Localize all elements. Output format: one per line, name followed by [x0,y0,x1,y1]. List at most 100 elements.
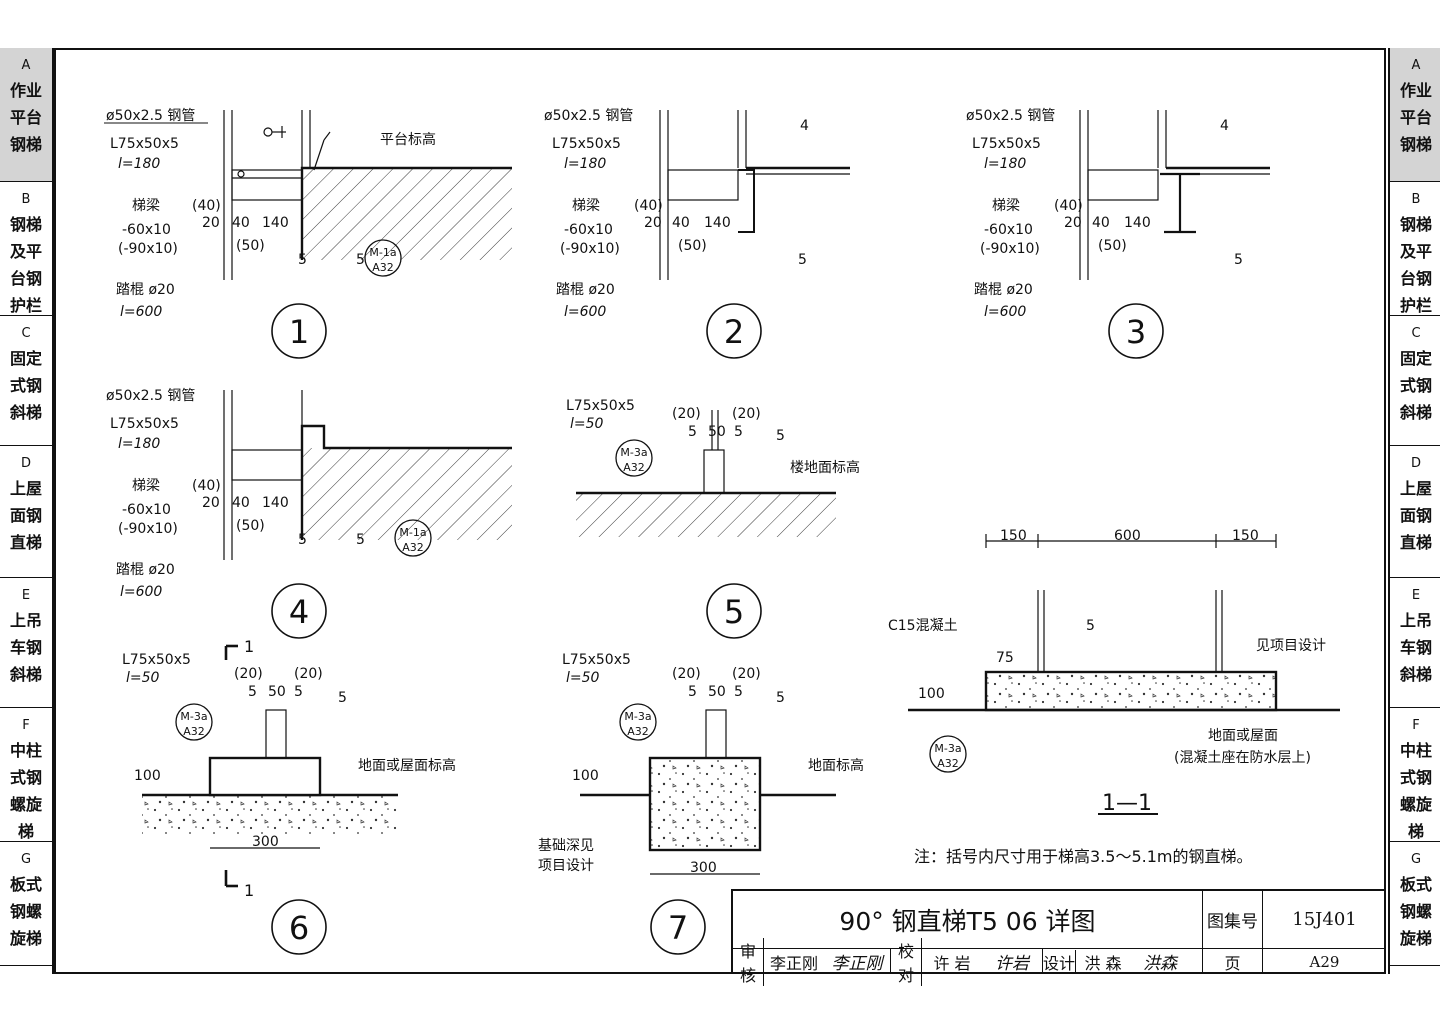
svg-text:50: 50 [708,424,726,440]
svg-text:50: 50 [268,684,286,700]
svg-text:100: 100 [134,768,161,784]
detail-number: 5 [724,593,744,631]
svg-text:150: 150 [1000,528,1027,544]
chapter-tab-code: D [1410,456,1421,471]
svg-text:-60x10: -60x10 [122,222,171,238]
svg-text:(20): (20) [672,666,701,682]
svg-text:A32: A32 [402,541,424,554]
svg-text:140: 140 [1124,215,1151,231]
drawing-title: 90° 钢直梯T5 06 详图 [733,891,1203,949]
chapter-tab-label: 上屋 面钢 直梯 [1399,479,1432,552]
chapter-tab-code: C [1411,326,1421,341]
svg-text:(50): (50) [678,238,707,254]
svg-text:75: 75 [996,650,1014,666]
svg-text:见项目设计: 见项目设计 [1256,638,1326,654]
chapter-tab-label: 上吊 车钢 斜梯 [1399,611,1432,684]
chapter-tab-code: C [21,326,31,341]
svg-text:-60x10: -60x10 [122,502,171,518]
svg-text:5: 5 [338,690,347,706]
chapter-tab-code: F [1412,718,1420,733]
svg-text:5: 5 [248,684,257,700]
general-note: 注：括号内尺寸用于梯高3.5～5.1m的钢直梯。 [914,847,1252,866]
svg-text:A32: A32 [627,725,649,738]
svg-text:40: 40 [232,495,250,511]
detail-number: 6 [289,909,309,947]
svg-text:M-3a: M-3a [620,446,647,459]
svg-text:楼地面标高: 楼地面标高 [790,459,860,476]
title-block: 90° 钢直梯T5 06 详图 图集号 15J401 审核 李正刚 李正刚 校对… [731,889,1386,986]
svg-text:4: 4 [800,118,809,134]
detail-1-labels: ø50x2.5 钢管 L75x50x5 l=180 梯梁 -60x10 (-90… [104,108,436,320]
svg-text:140: 140 [262,215,289,231]
chapter-tab-code: E [21,588,31,603]
svg-text:300: 300 [252,834,279,850]
chapter-tab-label: 作业 平台 钢梯 [1399,81,1432,154]
svg-text:踏棍 ø20: 踏棍 ø20 [116,282,175,298]
detail-drawings: ø50x2.5 钢管 L75x50x5 l=180 梯梁 -60x10 (-90… [104,108,1340,955]
svg-text:平台标高: 平台标高 [380,131,436,148]
svg-text:地面或屋面: 地面或屋面 [1208,728,1278,744]
svg-text:踏棍 ø20: 踏棍 ø20 [116,562,175,578]
chapter-tab-d[interactable]: D 上屋 面钢 直梯 [1390,446,1440,578]
svg-text:(20): (20) [732,666,761,682]
svg-text:l=50: l=50 [566,670,600,686]
svg-text:5: 5 [1234,252,1243,268]
svg-text:(混凝土座在防水层上): (混凝土座在防水层上) [1174,750,1311,766]
chapter-tab-label: 板式 钢螺 旋梯 [9,875,42,948]
chapter-tab-label: 中柱 式钢 螺旋 梯 [9,741,42,841]
svg-text:150: 150 [1232,528,1259,544]
designer-signature: 洪森 [1143,954,1177,974]
detail-number: 4 [289,593,309,631]
svg-text:踏棍 ø20: 踏棍 ø20 [974,282,1033,298]
svg-text:5: 5 [688,424,697,440]
svg-text:M-3a: M-3a [934,742,961,755]
chapter-tab-code: B [21,192,31,207]
svg-text:(-90x10): (-90x10) [118,521,178,537]
chapter-tab-a[interactable]: A 作业 平台 钢梯 [1390,48,1440,182]
svg-text:300: 300 [690,860,717,876]
detail-2-drawing [659,110,850,280]
svg-text:L75x50x5: L75x50x5 [562,652,631,668]
svg-text:A32: A32 [937,757,959,770]
svg-text:20: 20 [1064,215,1082,231]
svg-text:A32: A32 [372,261,394,274]
page-label: 页 [1203,949,1263,974]
svg-text:l=180: l=180 [118,156,160,172]
signature-row: 审核 李正刚 李正刚 校对 许 岩 许岩 设计 洪 森 洪森 [733,937,1203,986]
svg-text:5: 5 [734,684,743,700]
svg-text:M-3a: M-3a [624,710,651,723]
detail-5-drawing [576,410,836,537]
svg-text:5: 5 [688,684,697,700]
svg-text:1: 1 [244,881,254,900]
detail-2-labels: ø50x2.5 钢管 L75x50x5 l=180 梯梁 -60x10 (-90… [544,108,809,320]
svg-text:ø50x2.5 钢管: ø50x2.5 钢管 [966,108,1055,124]
detail-number-circles: 1 2 3 4 5 6 7 [271,303,1164,955]
svg-text:踏棍 ø20: 踏棍 ø20 [556,282,615,298]
chapter-tab-code: D [20,456,31,471]
svg-text:梯梁: 梯梁 [572,198,600,214]
svg-text:A32: A32 [183,725,205,738]
svg-text:(-90x10): (-90x10) [980,241,1040,257]
detail-4-labels: ø50x2.5 钢管 L75x50x5 l=180 梯梁 -60x10 (-90… [106,388,432,600]
chapter-tab-code: A [1411,58,1421,73]
detail-number: 3 [1126,313,1146,351]
section-title: 1—1 [1102,791,1152,816]
svg-text:l=600: l=600 [120,304,162,320]
svg-text:(40): (40) [192,478,221,494]
svg-text:L75x50x5: L75x50x5 [122,652,191,668]
svg-text:(-90x10): (-90x10) [118,241,178,257]
svg-text:20: 20 [202,215,220,231]
